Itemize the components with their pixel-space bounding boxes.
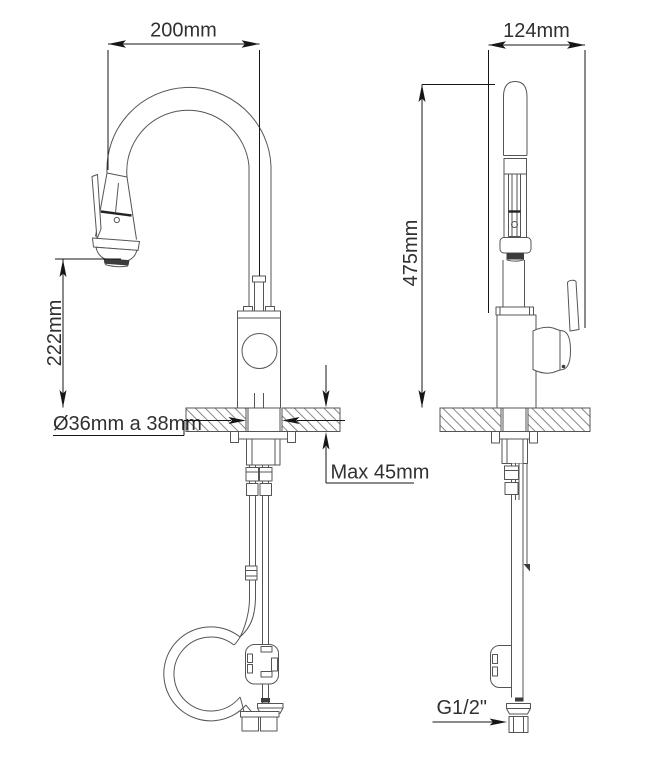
arrowhead-right-icon — [228, 417, 246, 424]
arrowhead-right-icon — [567, 41, 585, 49]
max-thickness-label: Max 45mm — [331, 462, 430, 484]
side-spray-head — [499, 237, 532, 254]
front-spray-wand — [91, 172, 140, 268]
front-view: 200mm 222mm Ø36mm a 38mm Max 45mm — [44, 20, 429, 732]
front-handle-joint — [241, 333, 278, 369]
side-body — [495, 279, 580, 409]
arrowhead-down-icon — [418, 390, 426, 408]
front-mounting-hardware — [230, 431, 296, 466]
front-countertop — [185, 407, 341, 432]
arrowhead-left-icon — [282, 417, 300, 424]
depth-label: 124mm — [503, 20, 570, 42]
arrowhead-up-icon — [418, 84, 426, 102]
side-spray-wand — [499, 158, 532, 307]
front-spray-lever — [91, 174, 102, 240]
side-mounting-hardware — [491, 431, 538, 464]
front-bottom-connectors — [240, 703, 284, 732]
arrowhead-left-icon — [108, 40, 126, 48]
arrowhead-down-icon — [59, 390, 67, 408]
front-hose-loop — [163, 597, 256, 722]
thread-label: G1/2" — [437, 697, 487, 719]
annotation-thread: G1/2" — [432, 697, 507, 726]
front-hose-weight — [245, 644, 279, 703]
dimension-spout-reach: 200mm — [107, 20, 260, 276]
hole-diameter-label: Ø36mm a 38mm — [53, 413, 202, 435]
side-handle-housing — [532, 326, 561, 374]
front-supply-hoses — [245, 465, 273, 645]
arrowhead-up-icon — [59, 259, 67, 277]
side-view: 124mm 475mm G1/2" — [400, 20, 591, 733]
arrowhead-down-icon — [322, 390, 330, 408]
arrowhead-left-icon — [488, 41, 506, 49]
side-handle-lever — [567, 279, 580, 332]
side-supply-hoses — [490, 463, 530, 702]
side-spout — [503, 81, 528, 159]
spout-reach-label: 200mm — [150, 20, 217, 42]
total-height-label: 475mm — [400, 220, 422, 287]
front-aerator — [103, 258, 130, 266]
front-spout — [106, 86, 272, 311]
spout-height-label: 222mm — [44, 300, 66, 367]
arrowhead-right-icon — [241, 40, 260, 48]
side-countertop — [439, 407, 591, 432]
dimension-spout-height: 222mm — [44, 258, 121, 408]
side-bottom-fitting — [506, 703, 531, 733]
side-aerator — [506, 253, 524, 260]
arrowhead-right-icon — [489, 718, 507, 726]
dimension-depth: 124mm — [488, 20, 586, 328]
annotation-max-thickness: Max 45mm — [322, 365, 430, 484]
arrowhead-up-icon — [322, 432, 330, 450]
front-body — [237, 306, 281, 409]
dimension-total-height: 475mm — [400, 84, 495, 408]
annotation-hole-diameter: Ø36mm a 38mm — [53, 413, 345, 436]
